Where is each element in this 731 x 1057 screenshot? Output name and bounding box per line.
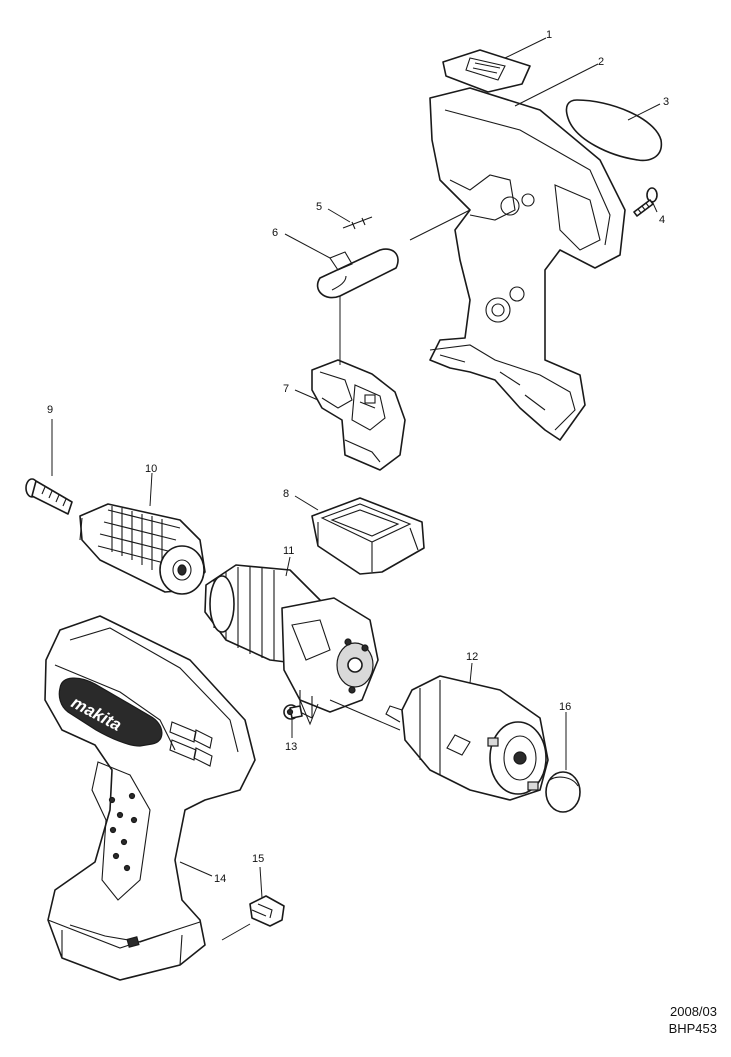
part-label-16: 16 [559, 701, 571, 713]
revision-date: 2008/03 [670, 1004, 717, 1019]
part-11-gear-assembly [204, 564, 379, 719]
part-9-screw [25, 478, 73, 515]
part-label-12: 12 [466, 651, 478, 663]
part-label-1: 1 [546, 29, 552, 41]
part-label-5: 5 [316, 201, 322, 213]
part-10-keyless-chuck [79, 503, 206, 595]
part-number-labels: 1 2 3 4 5 6 7 8 9 10 11 12 13 14 15 16 [47, 29, 669, 885]
part-label-2: 2 [598, 56, 604, 68]
part-4-screw [633, 187, 658, 217]
part-7-switch [311, 359, 406, 471]
part-12-motor [385, 675, 549, 801]
part-label-8: 8 [283, 488, 289, 500]
part-label-10: 10 [145, 463, 157, 475]
part-16-cap [545, 771, 581, 813]
leader-lines [51, 37, 661, 941]
part-15-clip [249, 895, 285, 927]
part-label-6: 6 [272, 227, 278, 239]
part-label-11: 11 [283, 545, 294, 557]
part-13-bolt [283, 704, 303, 720]
part-14-housing: makita [44, 615, 256, 981]
part-label-7: 7 [283, 383, 289, 395]
part-8-switch-box [311, 497, 425, 575]
part-5-spring [342, 216, 373, 230]
part-label-3: 3 [663, 96, 669, 108]
part-label-14: 14 [214, 873, 226, 885]
part-6-switch-trigger [316, 248, 399, 299]
part-1-switch-button [442, 49, 531, 93]
part-label-13: 13 [285, 741, 297, 753]
part-label-15: 15 [252, 853, 264, 865]
model-number: BHP453 [668, 1021, 717, 1036]
makita-logo-plate: makita [58, 677, 163, 747]
part-3-label-plate [565, 99, 663, 162]
part-label-4: 4 [659, 214, 665, 226]
part-label-9: 9 [47, 404, 53, 416]
part-2-housing-half [429, 87, 626, 441]
